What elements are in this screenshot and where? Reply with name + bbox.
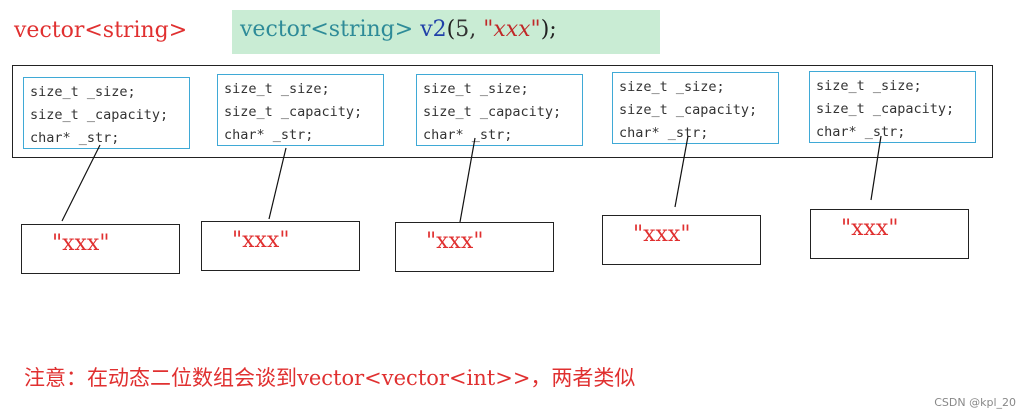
field-capacity: size_t _capacity; xyxy=(224,104,363,120)
field-size: size_t _size; xyxy=(816,78,922,94)
field-capacity: size_t _capacity; xyxy=(619,102,758,118)
pointer-line xyxy=(61,144,101,222)
code-variable: v2 xyxy=(420,17,447,42)
pointer-line xyxy=(459,137,476,223)
field-capacity: size_t _capacity; xyxy=(816,101,955,117)
field-str: char* _str; xyxy=(816,124,906,140)
field-capacity: size_t _capacity; xyxy=(30,107,169,123)
heap-string-box: "xxx" xyxy=(201,221,360,271)
heap-string-box: "xxx" xyxy=(21,224,180,274)
pointer-line xyxy=(268,147,287,220)
code-string: "xxx" xyxy=(483,17,541,42)
field-str: char* _str; xyxy=(423,127,513,143)
string-object: size_t _size; size_t _capacity; char* _s… xyxy=(23,77,190,149)
field-size: size_t _size; xyxy=(619,79,725,95)
pointer-line xyxy=(674,135,689,208)
heap-string-box: "xxx" xyxy=(602,215,761,265)
field-str: char* _str; xyxy=(224,127,314,143)
string-object: size_t _size; size_t _capacity; char* _s… xyxy=(217,74,384,146)
code-template: <string> xyxy=(310,17,414,42)
note-text: 注意：在动态二位数组会谈到vector<vector<int>>，两者类似 xyxy=(24,366,636,390)
code-number: 5, xyxy=(455,17,477,42)
heap-string-box: "xxx" xyxy=(810,209,969,259)
vector-container-box xyxy=(12,65,993,158)
string-object: size_t _size; size_t _capacity; char* _s… xyxy=(612,72,779,144)
field-size: size_t _size; xyxy=(224,81,330,97)
code-open-paren: ( xyxy=(446,17,456,42)
code-type: vector xyxy=(240,17,311,42)
pointer-line xyxy=(870,135,882,201)
field-size: size_t _size; xyxy=(423,81,529,97)
string-object: size_t _size; size_t _capacity; char* _s… xyxy=(416,74,583,146)
field-str: char* _str; xyxy=(30,130,120,146)
field-str: char* _str; xyxy=(619,125,709,141)
code-snippet: vector<string> v2(5, "xxx"); xyxy=(232,10,660,54)
watermark: CSDN @kpl_20 xyxy=(934,396,1016,409)
code-close: ); xyxy=(540,17,557,42)
heap-string-box: "xxx" xyxy=(395,222,554,272)
string-object: size_t _size; size_t _capacity; char* _s… xyxy=(809,71,976,143)
diagram-title: vector<string> xyxy=(14,18,188,43)
field-size: size_t _size; xyxy=(30,84,136,100)
field-capacity: size_t _capacity; xyxy=(423,104,562,120)
